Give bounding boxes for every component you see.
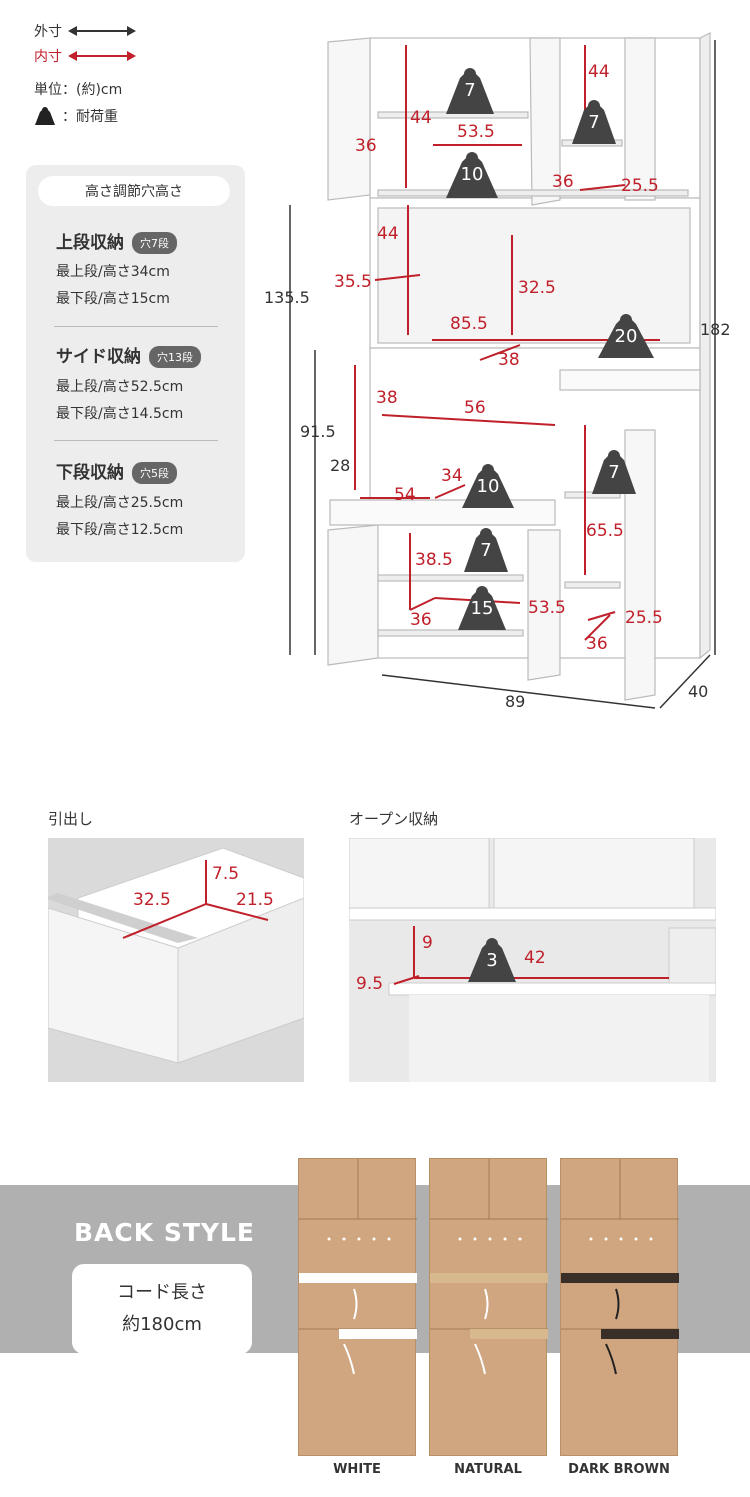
weight-badge-icon: 7: [570, 98, 618, 146]
drawer-caption: 引出し: [48, 810, 94, 828]
dim-38: 38: [376, 388, 398, 408]
weight-value: 7: [608, 462, 620, 483]
section-upper-bottom: 最下段/高さ15cm: [56, 291, 170, 307]
panel-title: 高さ調節穴高さ: [38, 176, 230, 206]
dim-56: 56: [464, 398, 486, 418]
dim-44: 44: [588, 62, 610, 82]
weight-badge-icon: 10: [444, 150, 500, 200]
legend-load-label: ：耐荷重: [62, 109, 118, 125]
panel-divider: [54, 326, 218, 327]
panel-divider: [54, 440, 218, 441]
shelf-info-panel: [26, 165, 245, 562]
section-upper-top: 最上段/高さ34cm: [56, 264, 170, 280]
weight-badge-icon: 10: [460, 462, 516, 510]
back-panel-natural: [429, 1158, 548, 1456]
weight-value: 10: [476, 476, 500, 497]
weight-badge-icon: 7: [590, 448, 638, 496]
dim-36: 36: [552, 172, 574, 192]
double-arrow-red-icon: [68, 51, 136, 61]
legend-inner-label: 内寸: [34, 49, 62, 65]
section-lower-top: 最上段/高さ25.5cm: [56, 495, 184, 511]
weight-value: 7: [588, 112, 600, 133]
weight-badge-icon: 3: [466, 936, 518, 984]
open-shelf-caption: オープン収納: [349, 810, 439, 828]
dim-85-5: 85.5: [450, 314, 488, 334]
legend-outer: 外寸: [34, 21, 136, 41]
section-upper-holes: 穴7段: [132, 232, 177, 254]
dim-44: 44: [377, 224, 399, 244]
dim-34: 34: [441, 466, 463, 486]
drawer-dim-7-5: 7.5: [212, 864, 240, 884]
weight-badge-icon: 7: [444, 66, 496, 116]
cord-length-value: 約180cm: [122, 1314, 202, 1335]
dim-25-5: 25.5: [621, 176, 659, 196]
open-dim-9-5: 9.5: [356, 974, 384, 994]
legend-load: ：耐荷重: [34, 106, 118, 126]
color-label-white: WHITE: [333, 1462, 381, 1477]
legend-unit-label: 単位：(約)cm: [34, 82, 123, 98]
dim-outer-height-total: 182: [700, 320, 731, 339]
section-side-head: サイド収納穴13段: [56, 342, 201, 368]
section-lower-head: 下段収納穴5段: [56, 458, 177, 484]
dim-25-5: 25.5: [625, 608, 663, 628]
weight-badge-icon: 15: [456, 584, 508, 632]
dim-inner-28: 28: [330, 456, 351, 475]
section-lower-name: 下段収納: [56, 463, 124, 483]
dim-36: 36: [355, 136, 377, 156]
weight-value: 7: [480, 540, 492, 561]
dim-36: 36: [410, 610, 432, 630]
open-dim-9: 9: [422, 933, 433, 953]
dim-65-5: 65.5: [586, 521, 624, 541]
section-side-holes: 穴13段: [149, 346, 201, 368]
weight-value: 3: [486, 950, 498, 971]
section-side-name: サイド収納: [56, 347, 141, 367]
dim-outer-height-upper: 135.5: [264, 288, 310, 307]
dim-outer-width: 89: [505, 692, 526, 711]
dim-outer-height-lower: 91.5: [300, 422, 336, 441]
weight-value: 7: [464, 80, 476, 101]
section-lower-holes: 穴5段: [132, 462, 177, 484]
dim-38-5: 38.5: [415, 550, 453, 570]
dim-44: 44: [410, 108, 432, 128]
section-side-top: 最上段/高さ52.5cm: [56, 379, 184, 395]
weight-badge-icon: 20: [596, 312, 656, 360]
legend-outer-label: 外寸: [34, 24, 62, 40]
color-label-dark-brown: DARK BROWN: [568, 1462, 670, 1477]
back-style-title: BACK STYLE: [74, 1218, 255, 1247]
drawer-dim-21-5: 21.5: [236, 890, 274, 910]
legend-unit: 単位：(約)cm: [34, 79, 122, 99]
color-label-natural: NATURAL: [454, 1462, 522, 1477]
double-arrow-black-icon: [68, 26, 136, 36]
dim-53-5: 53.5: [457, 122, 495, 142]
dim-38: 38: [498, 350, 520, 370]
weight-value: 15: [470, 598, 494, 619]
cord-length-box: コード長さ 約180cm: [72, 1264, 252, 1354]
dim-outer-depth: 40: [688, 682, 709, 701]
section-side-bottom: 最下段/高さ14.5cm: [56, 406, 184, 422]
open-shelf-photo: [348, 837, 717, 1082]
dim-53-5: 53.5: [528, 598, 566, 618]
weight-value: 20: [614, 326, 638, 347]
weight-badge-icon: 7: [462, 526, 510, 574]
weight-icon: [35, 107, 55, 125]
open-dim-42: 42: [524, 948, 546, 968]
back-panel-dark-brown: [560, 1158, 679, 1456]
section-upper-name: 上段収納: [56, 233, 124, 253]
cabinet-illustration: [289, 32, 716, 709]
dim-36: 36: [586, 634, 608, 654]
dim-54: 54: [394, 485, 416, 505]
dim-32-5: 32.5: [518, 278, 556, 298]
legend-inner: 内寸: [34, 46, 136, 66]
dim-35-5: 35.5: [334, 272, 372, 292]
drawer-dim-32-5: 32.5: [133, 890, 171, 910]
section-upper-head: 上段収納穴7段: [56, 228, 177, 254]
section-lower-bottom: 最下段/高さ12.5cm: [56, 522, 184, 538]
weight-value: 10: [460, 164, 484, 185]
cord-length-label: コード長さ: [117, 1282, 207, 1303]
back-panel-white: [298, 1158, 417, 1456]
drawer-photo: [44, 838, 305, 1082]
